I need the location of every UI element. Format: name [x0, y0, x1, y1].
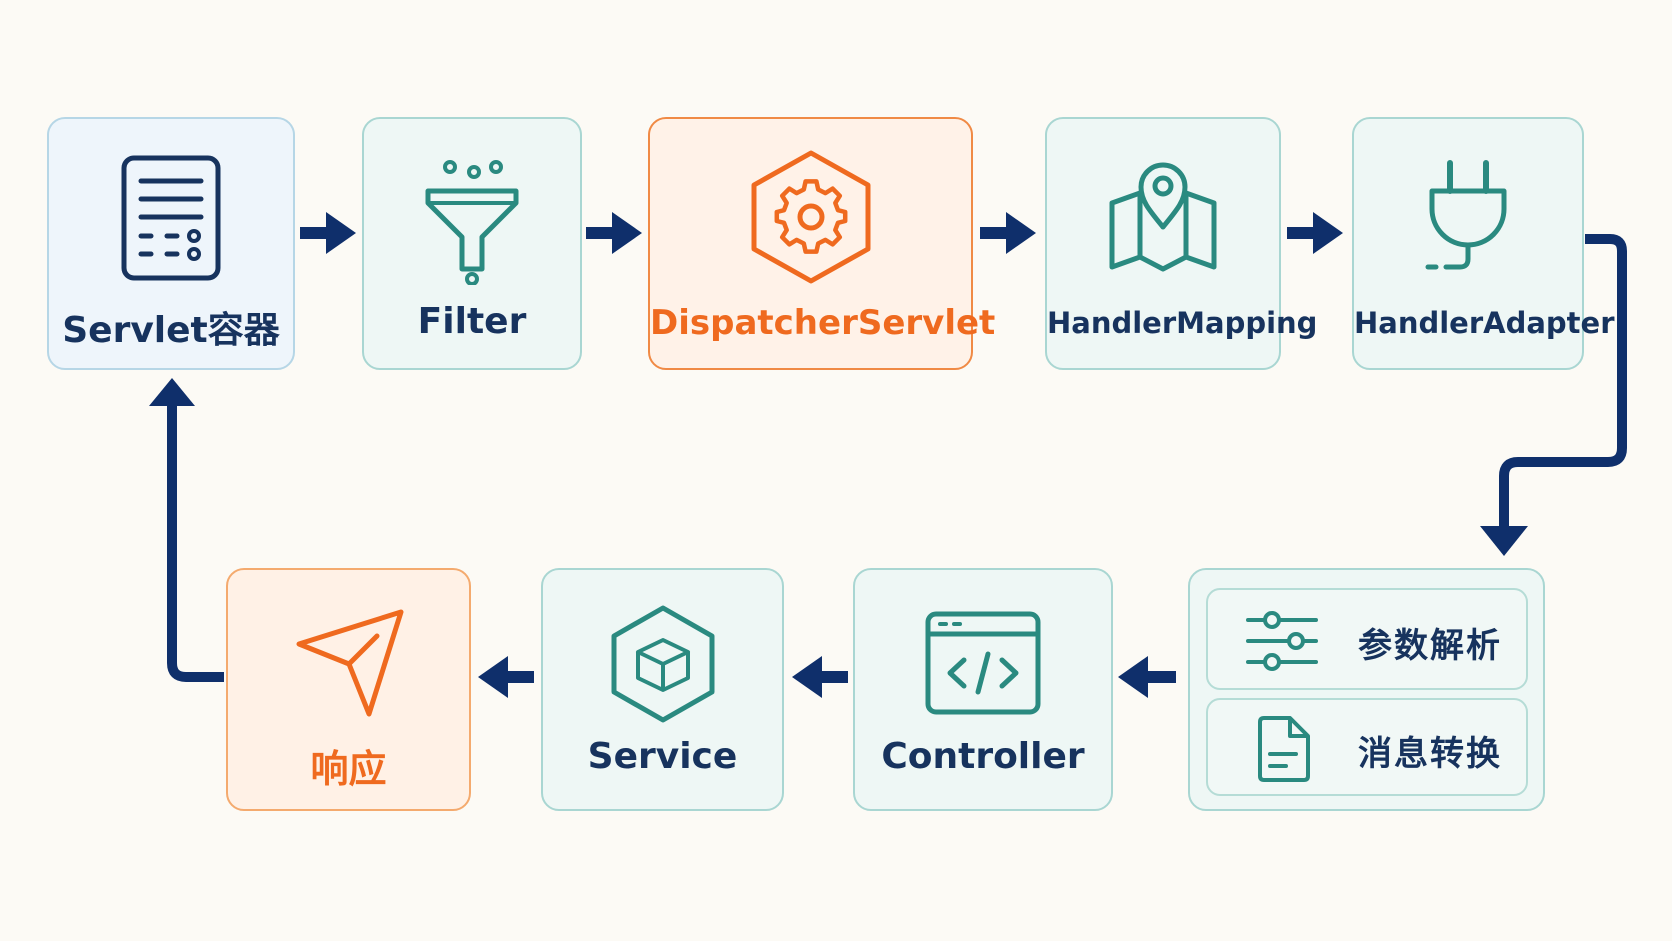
map-pin-icon — [1108, 161, 1218, 279]
node-service-label: Service — [587, 736, 738, 777]
arrow-service-to-response — [478, 656, 534, 698]
node-response-label: 响应 — [310, 747, 387, 791]
resolver-item-message: 消息转换 — [1206, 698, 1528, 796]
node-dispatcher-servlet: DispatcherServlet — [648, 117, 996, 370]
node-handler-adapter-label: HandlerAdapter — [1354, 306, 1615, 340]
sliders-icon — [1246, 610, 1318, 676]
plug-icon — [1420, 159, 1516, 275]
file-icon — [1256, 714, 1312, 788]
node-servlet-container: Servlet容器 — [47, 117, 295, 370]
arrow-response-to-container-head — [149, 378, 195, 406]
node-resolver-group: 参数解析 消息转换 — [1188, 568, 1545, 811]
arrow-dispatcher-to-mapping — [980, 212, 1036, 254]
arrow-adapter-to-resolvers-head — [1480, 526, 1528, 556]
node-controller: Controller — [853, 568, 1113, 811]
node-service: Service — [541, 568, 784, 811]
node-servlet-container-label: Servlet容器 — [62, 310, 280, 351]
resolver-item-param: 参数解析 — [1206, 588, 1528, 690]
node-controller-label: Controller — [881, 736, 1085, 777]
arrow-response-to-container — [167, 400, 224, 682]
arrow-mapping-to-adapter — [1287, 212, 1343, 254]
gear-icon — [746, 149, 876, 285]
code-window-icon — [924, 610, 1042, 716]
document-icon — [119, 153, 223, 283]
node-handler-adapter: HandlerAdapter — [1352, 117, 1615, 370]
cube-icon — [608, 604, 718, 724]
arrow-filter-to-dispatcher — [586, 212, 642, 254]
arrow-resolvers-to-controller — [1118, 656, 1176, 698]
arrow-container-to-filter — [300, 212, 356, 254]
node-handler-mapping: HandlerMapping — [1045, 117, 1318, 370]
node-filter: Filter — [362, 117, 582, 370]
send-icon — [291, 606, 407, 722]
arrow-controller-to-service — [792, 656, 848, 698]
node-handler-mapping-label: HandlerMapping — [1047, 306, 1318, 340]
funnel-icon — [420, 155, 524, 285]
arrow-adapter-to-resolvers — [1499, 234, 1627, 532]
node-response: 响应 — [226, 568, 471, 811]
node-filter-label: Filter — [417, 301, 527, 342]
resolver-item-message-label: 消息转换 — [1358, 734, 1502, 774]
node-dispatcher-servlet-label: DispatcherServlet — [650, 303, 996, 343]
resolver-item-param-label: 参数解析 — [1358, 626, 1502, 666]
